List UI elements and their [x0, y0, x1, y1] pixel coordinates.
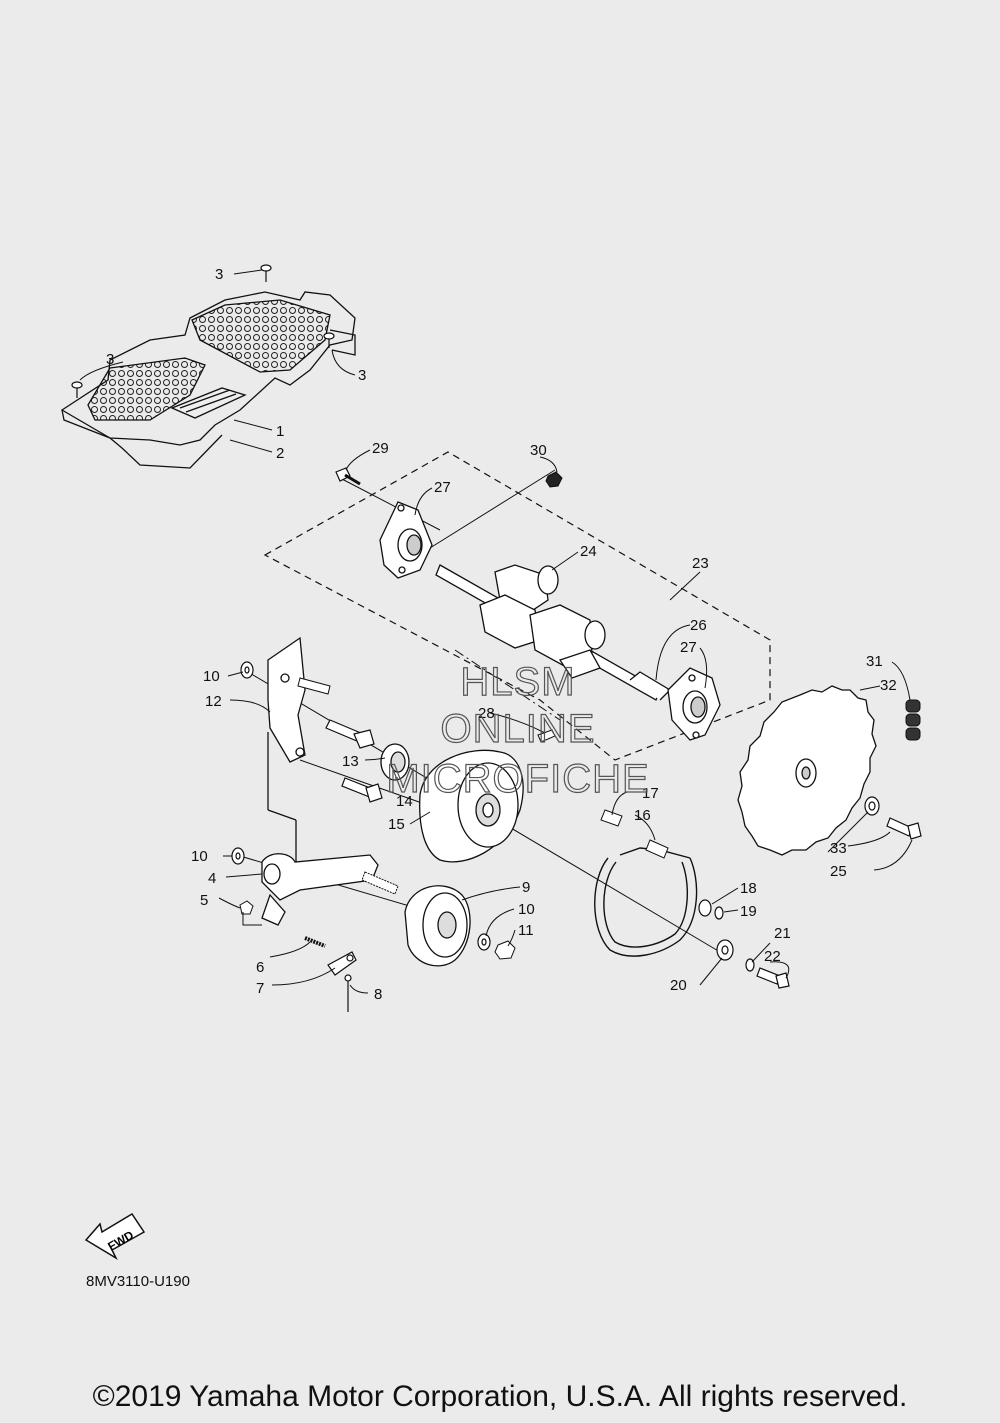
fwd-arrow-icon: FWD — [84, 1212, 146, 1260]
callout-16: 16 — [634, 807, 651, 824]
idler-pulley-9 — [404, 885, 471, 967]
bearing-flange-lower — [667, 667, 721, 741]
nut-11 — [494, 940, 516, 960]
spring-lever-pin — [304, 936, 357, 1012]
callout-1: 1 — [276, 423, 284, 440]
bolt-29 — [335, 467, 361, 486]
chain-link-31 — [905, 699, 921, 741]
bearing-flange-upper — [379, 501, 433, 579]
callout-20: 20 — [670, 977, 687, 994]
arm-bolt — [361, 871, 399, 895]
watermark: HLSM ONLINE MICROFICHE — [386, 659, 650, 801]
callout-12: 12 — [205, 693, 222, 710]
floor-screws — [71, 264, 335, 398]
callout-25: 25 — [830, 863, 847, 880]
bushing-14 — [380, 743, 410, 781]
brake-band-16 — [594, 847, 698, 957]
callout-29: 29 — [372, 440, 389, 457]
callout-26: 26 — [690, 617, 707, 634]
callout-23: 23 — [692, 555, 709, 572]
callout-10-right: 10 — [518, 901, 535, 918]
callout-17: 17 — [642, 785, 659, 802]
callout-28: 28 — [478, 705, 495, 722]
callout-3-top: 3 — [215, 266, 223, 283]
callout-3-left: 3 — [106, 351, 114, 368]
hardware-33-25 — [864, 796, 922, 840]
callout-8: 8 — [374, 986, 382, 1003]
shaft-assembly-outline — [263, 451, 771, 761]
callouts: 3 3 3 1 2 29 30 27 24 23 26 27 28 10 12 … — [106, 266, 897, 1003]
nut-30 — [545, 471, 563, 488]
tensioner-arm-4 — [261, 853, 379, 926]
drum-15 — [419, 749, 524, 863]
nut-5 — [239, 900, 254, 915]
floor-plate — [60, 291, 356, 469]
callout-10-top: 10 — [203, 668, 220, 685]
callout-21: 21 — [774, 925, 791, 942]
callout-11: 11 — [518, 922, 534, 939]
callout-19: 19 — [740, 903, 757, 920]
watermark-line-1: HLSM — [460, 660, 575, 704]
hardware-18-22 — [698, 899, 790, 989]
callout-10-mid: 10 — [191, 848, 208, 865]
callout-18: 18 — [740, 880, 757, 897]
callout-3-right: 3 — [358, 367, 366, 384]
watermark-line-3: MICROFICHE — [386, 757, 649, 801]
sprocket-32 — [737, 685, 877, 856]
callout-24: 24 — [580, 543, 597, 560]
callout-27-upper: 27 — [434, 479, 451, 496]
washers-10 — [231, 661, 491, 951]
spacer-rod — [297, 677, 331, 695]
callout-27-lower: 27 — [680, 639, 697, 656]
part-code: 8MV3110-U190 — [86, 1273, 190, 1290]
callout-9: 9 — [522, 879, 530, 896]
callout-4: 4 — [208, 870, 216, 887]
callout-31: 31 — [866, 653, 883, 670]
callout-32: 32 — [880, 677, 897, 694]
bracket-12 — [267, 636, 306, 880]
leader-lines — [79, 269, 913, 994]
callout-30: 30 — [530, 442, 547, 459]
pin-17 — [600, 809, 623, 827]
callout-7: 7 — [256, 980, 264, 997]
callout-13: 13 — [342, 753, 359, 770]
callout-33: 33 — [830, 840, 847, 857]
callout-15: 15 — [388, 816, 405, 833]
pin-16-stub — [645, 839, 669, 859]
bolts-13 — [325, 719, 383, 803]
callout-6: 6 — [256, 959, 264, 976]
watermark-line-2: ONLINE — [441, 707, 596, 751]
key-28 — [537, 729, 556, 743]
callout-14: 14 — [396, 793, 413, 810]
shaft-24 — [435, 564, 672, 701]
callout-5: 5 — [200, 892, 208, 909]
copyright-notice: ©2019 Yamaha Motor Corporation, U.S.A. A… — [92, 1380, 908, 1413]
callout-2: 2 — [276, 445, 284, 462]
callout-22: 22 — [764, 948, 781, 965]
